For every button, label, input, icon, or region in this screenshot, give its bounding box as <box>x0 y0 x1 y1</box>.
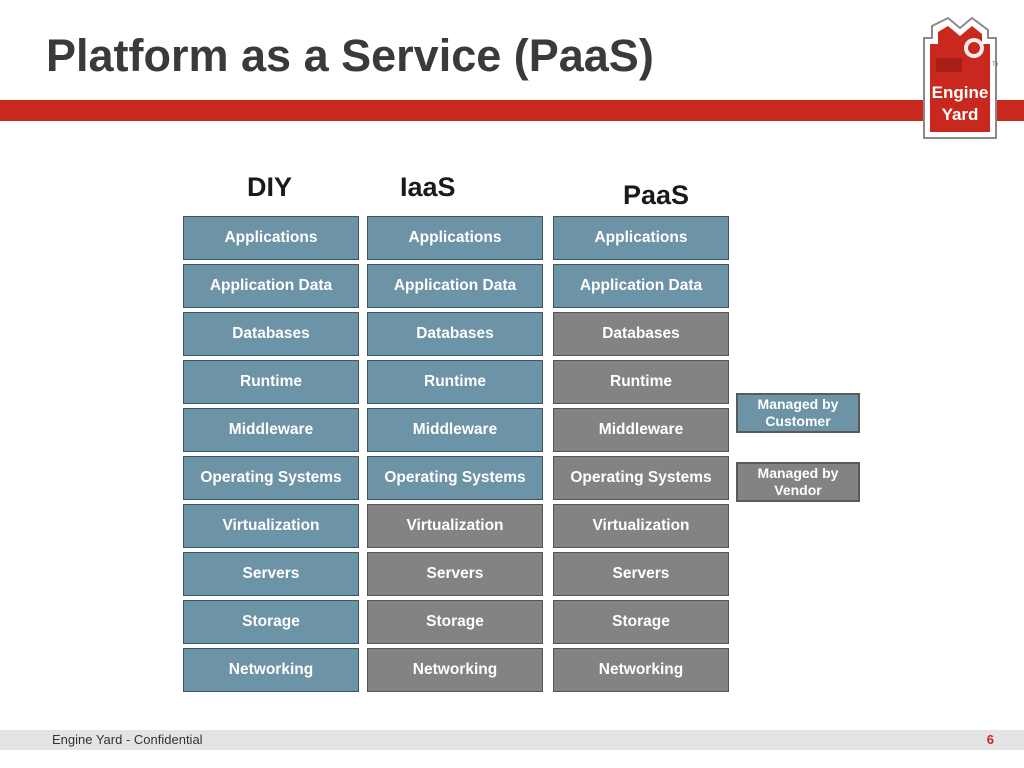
title-accent-band <box>0 100 1024 121</box>
svg-text:Engine: Engine <box>932 83 989 102</box>
layer-runtime: Runtime <box>183 360 359 404</box>
column-heading-iaas: IaaS <box>400 172 456 202</box>
footer-confidential: Engine Yard - Confidential <box>52 732 203 747</box>
layer-applications: Applications <box>367 216 543 260</box>
layer-runtime: Runtime <box>553 360 729 404</box>
layer-application-data: Application Data <box>553 264 729 308</box>
layer-servers: Servers <box>367 552 543 596</box>
layer-networking: Networking <box>367 648 543 692</box>
legend-managed-by-customer: Managed by Customer <box>736 393 860 433</box>
layer-runtime: Runtime <box>367 360 543 404</box>
footer-bar: Engine Yard - Confidential 6 <box>0 730 1024 750</box>
slide-title: Platform as a Service (PaaS) <box>46 30 654 81</box>
layer-applications: Applications <box>183 216 359 260</box>
layer-databases: Databases <box>183 312 359 356</box>
layer-virtualization: Virtualization <box>183 504 359 548</box>
layer-operating-systems: Operating Systems <box>367 456 543 500</box>
page-number: 6 <box>986 732 994 747</box>
layer-storage: Storage <box>553 600 729 644</box>
column-heading-diy: DIY <box>247 172 293 202</box>
legend-managed-by-vendor: Managed by Vendor <box>736 462 860 502</box>
layer-operating-systems: Operating Systems <box>553 456 729 500</box>
layer-storage: Storage <box>183 600 359 644</box>
layer-application-data: Application Data <box>183 264 359 308</box>
layer-middleware: Middleware <box>553 408 729 452</box>
layer-virtualization: Virtualization <box>367 504 543 548</box>
layer-databases: Databases <box>553 312 729 356</box>
column-heading-paas: PaaS <box>623 180 690 210</box>
layer-storage: Storage <box>367 600 543 644</box>
layer-databases: Databases <box>367 312 543 356</box>
engine-yard-logo: Engine Yard TM <box>923 16 998 139</box>
layer-application-data: Application Data <box>367 264 543 308</box>
layer-middleware: Middleware <box>183 408 359 452</box>
layer-applications: Applications <box>553 216 729 260</box>
layer-servers: Servers <box>183 552 359 596</box>
layer-virtualization: Virtualization <box>553 504 729 548</box>
layer-middleware: Middleware <box>367 408 543 452</box>
layer-networking: Networking <box>553 648 729 692</box>
svg-text:TM: TM <box>992 62 998 68</box>
layer-operating-systems: Operating Systems <box>183 456 359 500</box>
svg-text:Yard: Yard <box>942 105 979 124</box>
layer-servers: Servers <box>553 552 729 596</box>
layer-networking: Networking <box>183 648 359 692</box>
